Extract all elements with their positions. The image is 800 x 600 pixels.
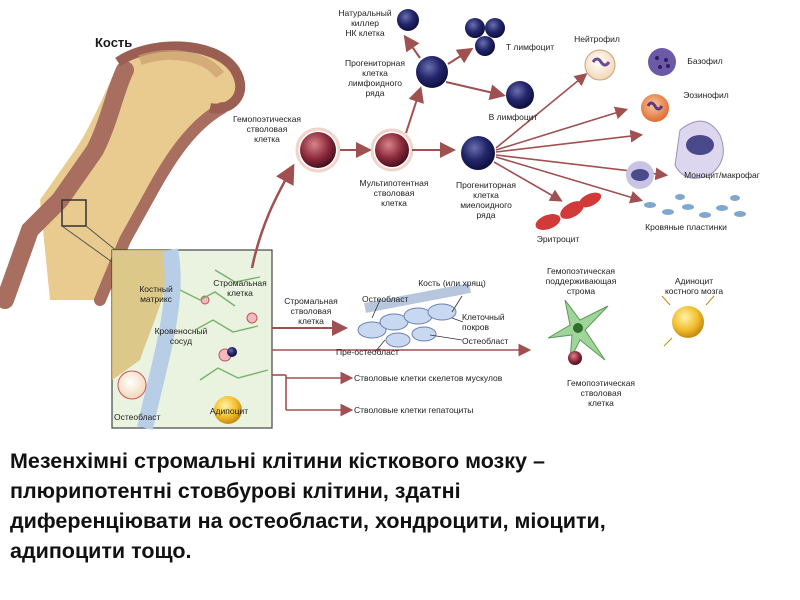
label-hsc-stroma: Гемопоэтическая стволовая клетка — [566, 378, 636, 408]
nk-cell — [397, 9, 419, 31]
diagram-svg — [0, 9, 746, 430]
lymphoid-progenitor-cell — [416, 56, 448, 88]
label-adipocyte-inset: Адипоцит — [209, 406, 249, 416]
label-bone-matrix: Костный матрикс — [139, 284, 173, 304]
label-stromal-stem: Стромальная стволовая клетка — [284, 296, 338, 326]
b-lymphocyte-cell — [506, 81, 534, 109]
label-support-stroma: Гемопоэтическая поддерживающая строма — [545, 266, 617, 296]
label-muscle-stem: Стволовые клетки скелетов мускулов — [354, 373, 503, 383]
caption-line: Мезенхімні стромальні клітини кісткового… — [10, 449, 545, 473]
label-t-lymphocyte: Т лимфоцит — [505, 42, 555, 52]
bone-title: Кость — [95, 35, 133, 50]
t-lymphocyte-cell — [475, 36, 495, 56]
label-myeloid-progenitor: Прогениторная клетка миелоидного ряда — [456, 180, 516, 220]
label-blood-vessel: Кровеносный сосуд — [154, 326, 208, 346]
label-lymphoid-progenitor: Прогениторная клетка лимфоидного ряда — [345, 58, 405, 98]
label-platelets: Кровяные пластинки — [645, 222, 727, 232]
erythrocyte-group — [535, 192, 602, 230]
hematopoiesis-cells — [295, 9, 746, 230]
caption-line: плюрипотентні стовбурові клітини, здатні — [10, 479, 461, 503]
basophil-cell — [648, 48, 676, 76]
label-neutrophil: Нейтрофил — [574, 34, 620, 44]
label-bone-or-cartilage: Кость (или хрящ) — [418, 278, 486, 288]
label-cell-cover: Клеточный покров — [462, 312, 505, 332]
label-hsc: Гемопоэтическая стволовая клетка — [232, 114, 302, 144]
label-basophil: Базофил — [687, 56, 723, 66]
label-osteocyte: Остеобласт — [462, 336, 509, 346]
label-marrow-adipocyte: Адиноцит костного мозга — [664, 276, 724, 296]
label-pre-osteoblast: Пре-остеобласт — [336, 347, 399, 357]
bone-illustration — [0, 41, 246, 309]
label-b-lymphocyte: В лимфоцит — [488, 112, 538, 122]
label-eosinophil: Эозинофил — [683, 90, 729, 100]
caption: Мезенхімні стромальні клітини кісткового… — [10, 446, 790, 566]
marrow-adipocyte-cell — [672, 306, 704, 338]
caption-line: диференціювати на остеобласти, хондроцит… — [10, 509, 606, 533]
marrow-inset — [111, 248, 273, 430]
hsc-cell — [300, 132, 336, 168]
caption-line: адипоцити тощо. — [10, 539, 192, 563]
label-nk: Натуральный киллер НК клетка — [338, 8, 392, 38]
hematopoiesis-diagram: Кость Натуральный киллер НК клетка Т лим… — [0, 8, 760, 430]
label-osteoblast: Остеобласт — [362, 294, 409, 304]
label-erythrocyte: Эритроцит — [536, 234, 580, 244]
label-stromal-inset: Стромальная клетка — [213, 278, 267, 298]
neutrophil-cell — [584, 49, 616, 81]
label-multipotent: Мультипотентная стволовая клетка — [359, 178, 429, 208]
label-hepatocyte-stem: Стволовые клетки гепатоциты — [354, 405, 474, 415]
stromal-pathway — [272, 283, 715, 417]
arrow-inset-hsc — [250, 163, 295, 269]
label-osteoblast-inset: Остеобласт — [114, 412, 161, 422]
label-monocyte: Моноцит/макрофаг — [684, 170, 760, 180]
platelets-group — [644, 194, 746, 218]
myeloid-progenitor-cell — [461, 136, 495, 170]
multipotent-cell — [375, 133, 409, 167]
